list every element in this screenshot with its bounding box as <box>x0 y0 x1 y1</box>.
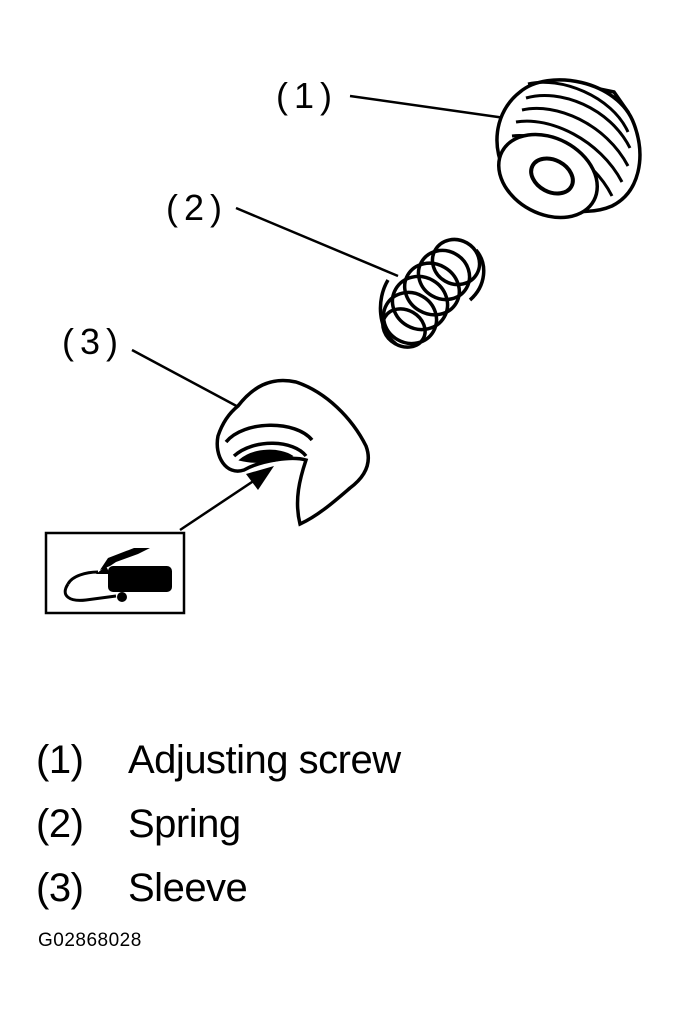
parts-legend: (1) Adjusting screw (2) Spring (3) Sleev… <box>36 728 401 920</box>
legend-number: (1) <box>36 737 84 782</box>
leader-line-2 <box>235 206 399 278</box>
sleeve-part <box>215 378 371 527</box>
leader-line-3 <box>131 348 245 412</box>
legend-item-sleeve: (3) Sleeve <box>36 856 401 920</box>
callout-label-2: (2) <box>166 187 228 228</box>
lubrication-arrow <box>179 466 274 532</box>
adjusting-screw-part <box>495 78 642 220</box>
legend-label: Sleeve <box>128 865 248 910</box>
exploded-view-diagram: (1) (2) (3) <box>44 75 642 615</box>
spring-part <box>378 237 486 349</box>
legend-item-spring: (2) Spring <box>36 792 401 856</box>
grease-tube-icon <box>44 531 186 615</box>
leader-lines <box>131 94 506 412</box>
legend-label: Adjusting screw <box>128 737 401 782</box>
legend-item-adjusting-screw: (1) Adjusting screw <box>36 728 401 792</box>
callout-label-3: (3) <box>62 321 124 362</box>
figure-code: G02868028 <box>38 930 142 951</box>
legend-label: Spring <box>128 801 241 846</box>
legend-number: (3) <box>36 865 84 910</box>
leader-line-1 <box>349 94 506 120</box>
callout-label-1: (1) <box>276 75 338 116</box>
legend-number: (2) <box>36 801 84 846</box>
